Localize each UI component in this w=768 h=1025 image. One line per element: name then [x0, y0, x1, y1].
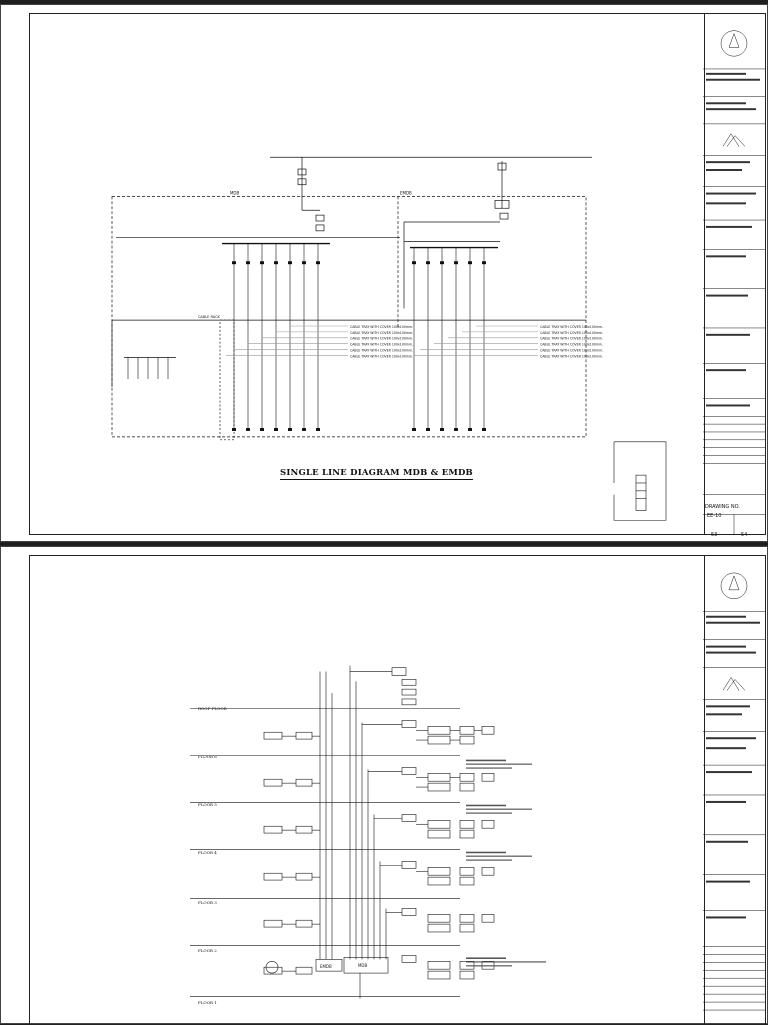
cable-tray-label-left: CABLE TRAY WITH COVER 100x100mm. — [350, 331, 413, 335]
drawing-frame: MDB EMDB CABLE RACK CABLE TRAY WITH COVE… — [29, 13, 705, 535]
floor-panel-group — [263, 908, 495, 933]
emdb-feeders — [413, 247, 485, 430]
cable-tray-label-right: CABLE TRAY WITH COVER 100x100mm. — [540, 337, 603, 341]
diagram-title: SINGLE LINE DIAGRAM MDB & EMDB — [280, 468, 473, 480]
cable-tray-label-left: CABLE TRAY WITH COVER 100x100mm. — [350, 325, 413, 329]
cable-tray-label-right: CABLE TRAY WITH COVER 100x100mm. — [540, 349, 603, 353]
riser-diagram: EMDB MDB — [190, 665, 546, 999]
floor-label-2: FLOOR 2 — [198, 948, 217, 953]
floor-label-1: FLOOR 1 — [198, 1000, 217, 1005]
cable-tray-label-left: CABLE TRAY WITH COVER 100x100mm. — [350, 349, 413, 353]
cable-tray-label-right: CABLE TRAY WITH COVER 100x100mm. — [540, 343, 603, 347]
floor-label-roof: ROOF FLOOR — [198, 706, 227, 711]
cable-tray-label-left: CABLE TRAY WITH COVER 100x100mm. — [350, 343, 413, 347]
university-seal-icon — [720, 572, 748, 600]
drawing-sheet-single-line: MDB EMDB CABLE RACK CABLE TRAY WITH COVE… — [0, 4, 768, 542]
drawing-no-label: DRAWING NO. — [705, 504, 740, 510]
cable-rack-label: CABLE RACK — [198, 315, 221, 319]
drawing-no: EE-10 — [707, 513, 722, 519]
cable-tray-label-right: CABLE TRAY WITH COVER 100x100mm. — [540, 354, 603, 358]
cable-tray-label-left: CABLE TRAY WITH COVER 100x100mm. — [350, 354, 413, 358]
drawing-frame: EMDB MDB ROOF FLOOR FLOOR 6 FLOOR 5 FLOO… — [29, 555, 705, 1025]
floor-label-5: FLOOR 5 — [198, 802, 217, 807]
university-seal-icon — [720, 30, 748, 57]
emdb-label: EMDB — [400, 191, 412, 196]
floor-label-3: FLOOR 3 — [198, 900, 217, 905]
floor-panel-group — [263, 767, 495, 792]
mdb-label: MDB — [230, 191, 240, 196]
floor-label-6: FLOOR 6 — [198, 754, 217, 759]
key-plan — [613, 441, 667, 521]
cable-tray-label-right: CABLE TRAY WITH COVER 100x100mm. — [540, 325, 603, 329]
title-block — [703, 555, 766, 1025]
sheet-number: 53 — [711, 532, 718, 538]
total-sheets: 54 — [741, 532, 748, 538]
emdb-panel-label: EMDB — [320, 964, 332, 969]
floor-panel-group — [263, 955, 495, 980]
floor-label-4: FLOOR 4 — [198, 850, 217, 855]
mdb-feeders — [233, 243, 319, 430]
cable-tray-label-left: CABLE TRAY WITH COVER 100x100mm. — [350, 337, 413, 341]
title-block: DRAWING NO. EE-10 53 54 — [703, 13, 766, 538]
drawing-sheet-riser-diagram: EMDB MDB ROOF FLOOR FLOOR 6 FLOOR 5 FLOO… — [0, 546, 768, 1025]
cable-tray-label-right: CABLE TRAY WITH COVER 100x100mm. — [540, 331, 603, 335]
single-line-diagram: MDB EMDB CABLE RACK CABLE TRAY WITH COVE… — [111, 156, 667, 521]
floor-panel-group — [263, 861, 495, 886]
floor-panel-group — [263, 814, 495, 839]
floor-panel-group — [263, 720, 495, 745]
mdb-panel-label: MDB — [358, 963, 368, 968]
